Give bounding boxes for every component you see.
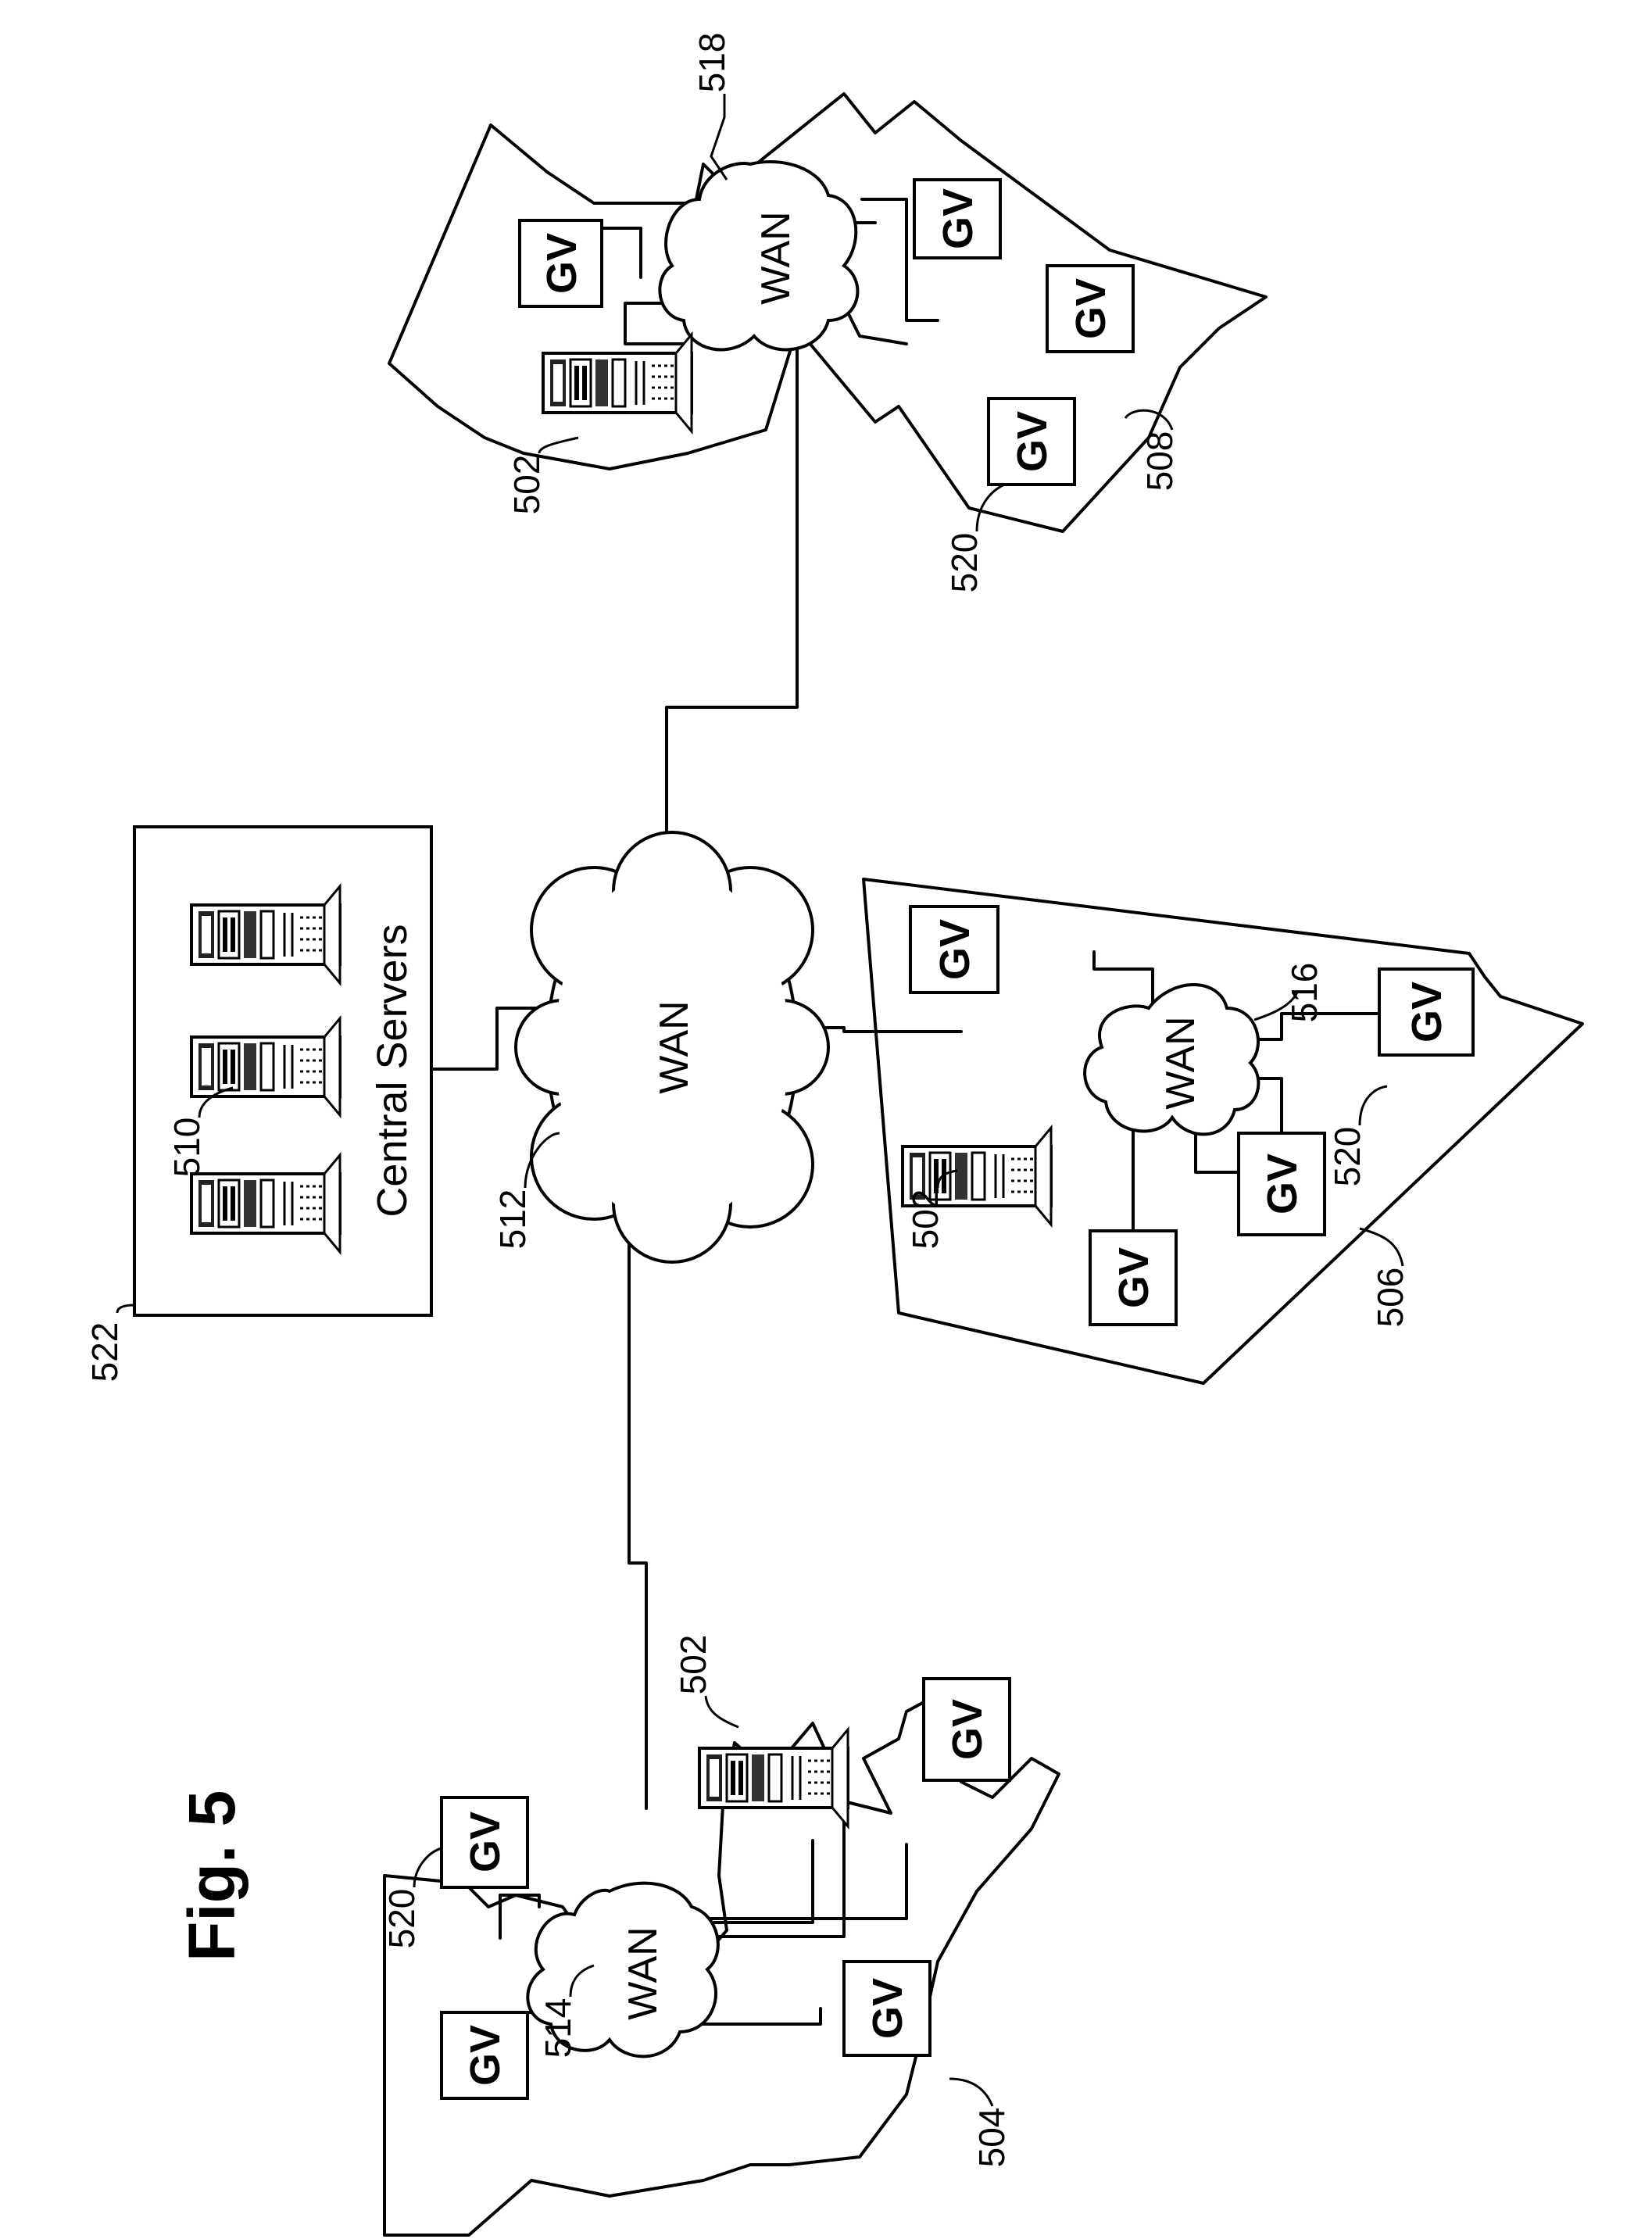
region-508: WAN 518 502 GV GV GV GV 520 508 <box>389 33 1266 593</box>
svg-text:GV: GV <box>864 1978 911 2039</box>
svg-text:GV: GV <box>944 1699 991 1760</box>
svg-text:GV: GV <box>1110 1247 1157 1308</box>
gv-box: GV <box>442 2012 527 2098</box>
gv-box: GV <box>520 220 602 306</box>
ref-516-label: 516 <box>1284 963 1325 1023</box>
ref-520-label: 520 <box>381 1889 422 1949</box>
main-wan-label: WAN <box>652 1000 697 1093</box>
svg-text:GV: GV <box>538 233 585 294</box>
svg-text:GV: GV <box>462 1812 509 1872</box>
ref-502-label: 502 <box>506 455 547 515</box>
svg-text:GV: GV <box>1067 278 1114 339</box>
ref-510-label: 510 <box>166 1118 207 1178</box>
region-504-wan-label: WAN <box>620 1926 666 2019</box>
gv-box: GV <box>989 399 1075 485</box>
svg-text:GV: GV <box>935 188 982 249</box>
central-server-icon <box>191 1155 340 1252</box>
svg-text:GV: GV <box>931 919 978 980</box>
region-506-wan-label: WAN <box>1158 1016 1203 1109</box>
svg-text:GV: GV <box>1259 1153 1306 1214</box>
region-508-wan-label: WAN <box>753 211 799 304</box>
gv-box: GV <box>1379 969 1473 1055</box>
ref-506-label: 506 <box>1370 1268 1411 1328</box>
ref-502-label: 502 <box>673 1635 713 1695</box>
ref-522-label: 522 <box>84 1322 125 1382</box>
main-wan-cloud: WAN 512 <box>492 832 828 1262</box>
region-506: WAN 516 502 GV GV GV GV 520 506 <box>864 879 1582 1383</box>
gv-box: GV <box>910 907 998 993</box>
figure-title: Fig. 5 <box>175 1790 249 1962</box>
central-server-icon <box>191 886 340 983</box>
gv-box: GV <box>1090 1231 1176 1325</box>
gv-box: GV <box>1239 1133 1325 1235</box>
ref-502-label: 502 <box>905 1189 946 1250</box>
svg-text:GV: GV <box>462 2025 509 2086</box>
gv-box: GV <box>442 1797 527 1887</box>
ref-520-label: 520 <box>944 533 985 593</box>
gv-box: GV <box>914 180 1000 258</box>
gv-box: GV <box>1047 266 1133 352</box>
svg-text:GV: GV <box>1009 411 1056 472</box>
gv-box: GV <box>844 1962 930 2055</box>
ref-514-label: 514 <box>538 1998 578 2058</box>
ref-520-label: 520 <box>1327 1127 1368 1187</box>
ref-518-label: 518 <box>692 33 732 93</box>
central-servers-label: Central Servers <box>369 924 416 1217</box>
central-servers-group: Central Servers 522 510 <box>84 827 431 1382</box>
svg-text:GV: GV <box>1403 982 1450 1043</box>
central-server-icon <box>191 1018 340 1115</box>
ref-508-label: 508 <box>1139 431 1180 492</box>
ref-512-label: 512 <box>492 1189 533 1250</box>
ref-504-label: 504 <box>971 2108 1012 2168</box>
region-504: WAN 514 502 GV GV GV GV 520 504 <box>381 1635 1059 2235</box>
region-508-server-icon <box>543 334 692 431</box>
gv-box: GV <box>924 1679 1010 1780</box>
